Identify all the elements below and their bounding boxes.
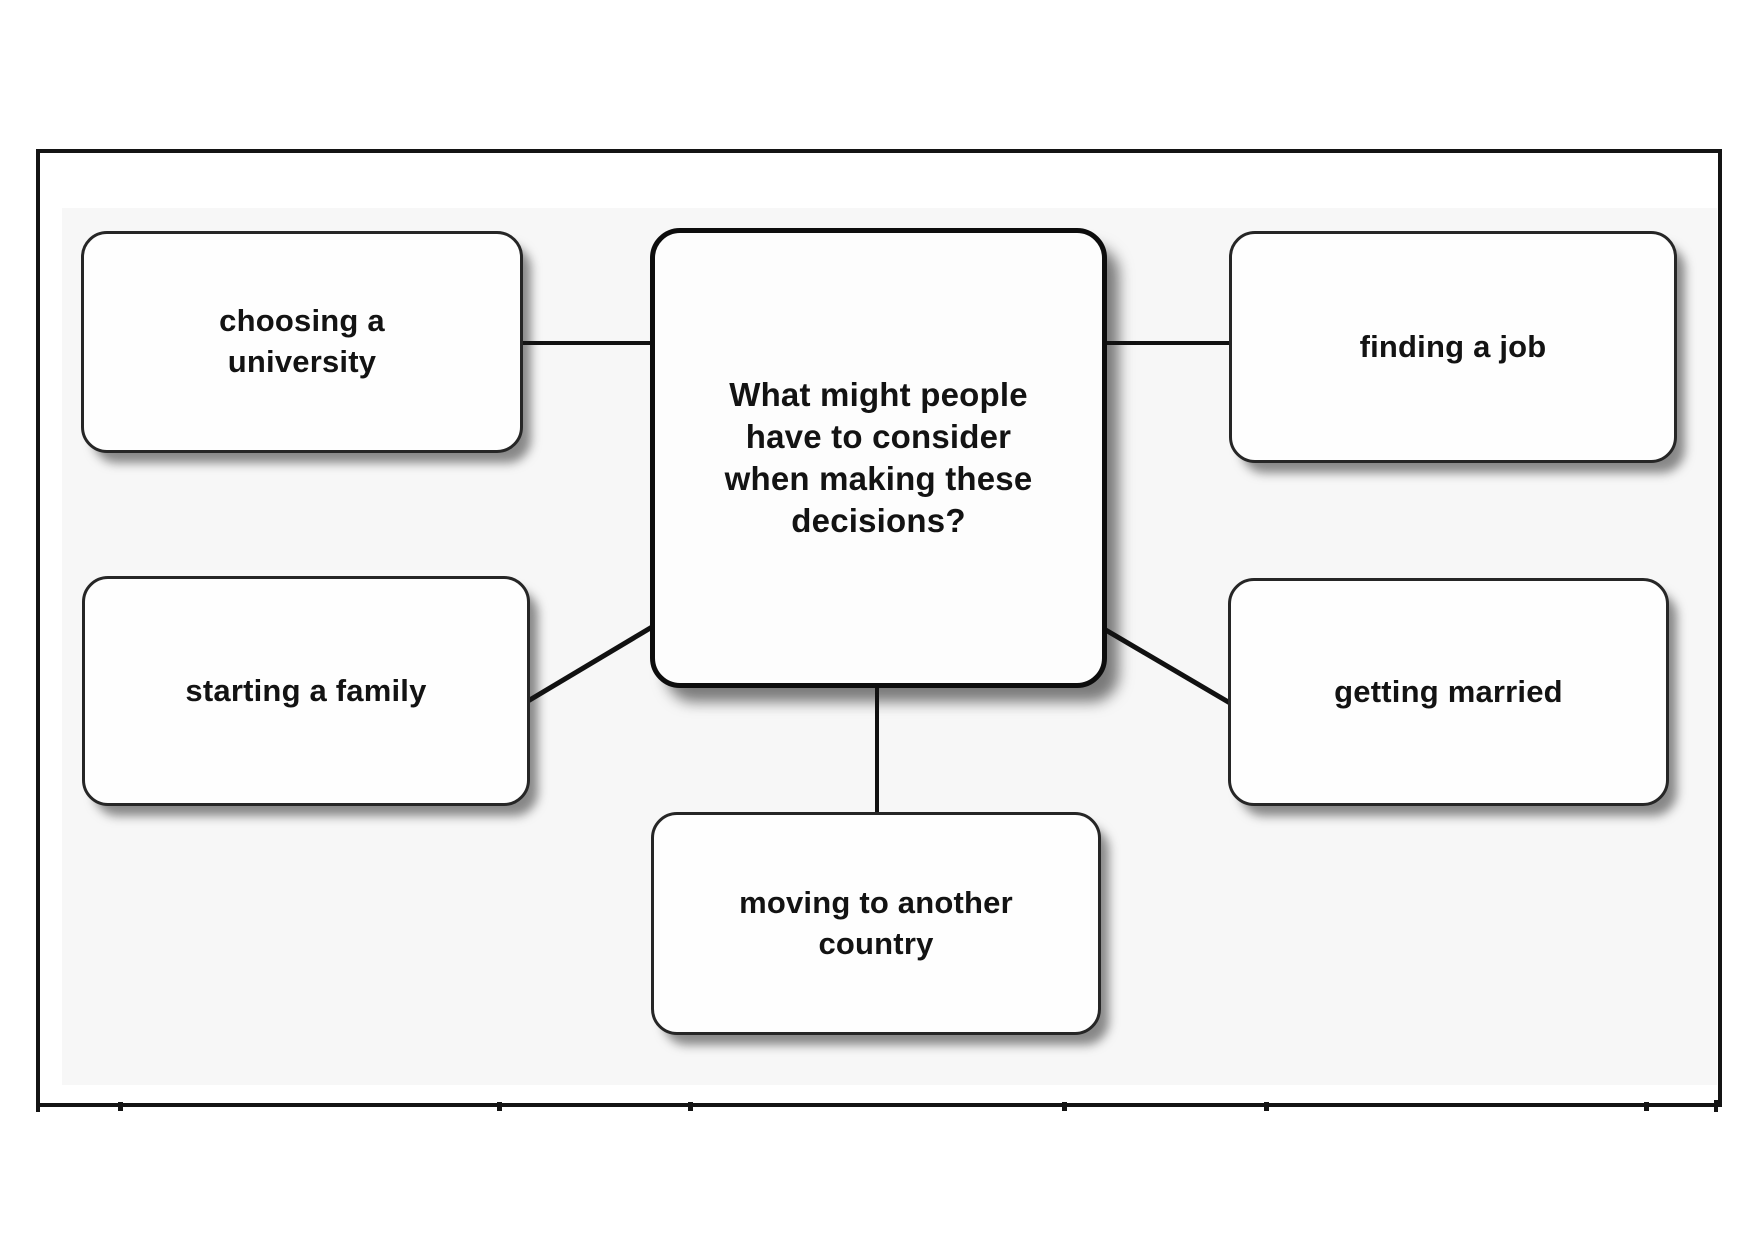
node-choosing-university: choosing a university <box>81 231 523 453</box>
node-moving-country: moving to another country <box>651 812 1101 1035</box>
node-central-question: What might people have to consider when … <box>650 228 1107 688</box>
node-finding-job: finding a job <box>1229 231 1677 463</box>
node-moving-country-label: moving to another country <box>739 884 1013 961</box>
table-column-tick <box>688 1102 693 1111</box>
node-getting-married: getting married <box>1228 578 1669 806</box>
table-column-tick <box>1264 1102 1269 1111</box>
frame-left-border-foot-tick <box>36 1100 40 1112</box>
table-column-tick <box>1644 1102 1649 1111</box>
node-choosing-university-label: choosing a university <box>219 303 385 379</box>
node-starting-family-label: starting a family <box>185 672 427 708</box>
node-starting-family: starting a family <box>82 576 530 806</box>
table-column-tick <box>118 1102 123 1111</box>
frame-right-border-foot-tick <box>1714 1100 1718 1112</box>
node-central-question-label: What might people have to consider when … <box>724 375 1033 540</box>
node-getting-married-label: getting married <box>1334 673 1563 709</box>
table-column-tick <box>1062 1102 1067 1111</box>
table-column-tick <box>497 1102 502 1111</box>
node-finding-job-label: finding a job <box>1359 328 1547 364</box>
